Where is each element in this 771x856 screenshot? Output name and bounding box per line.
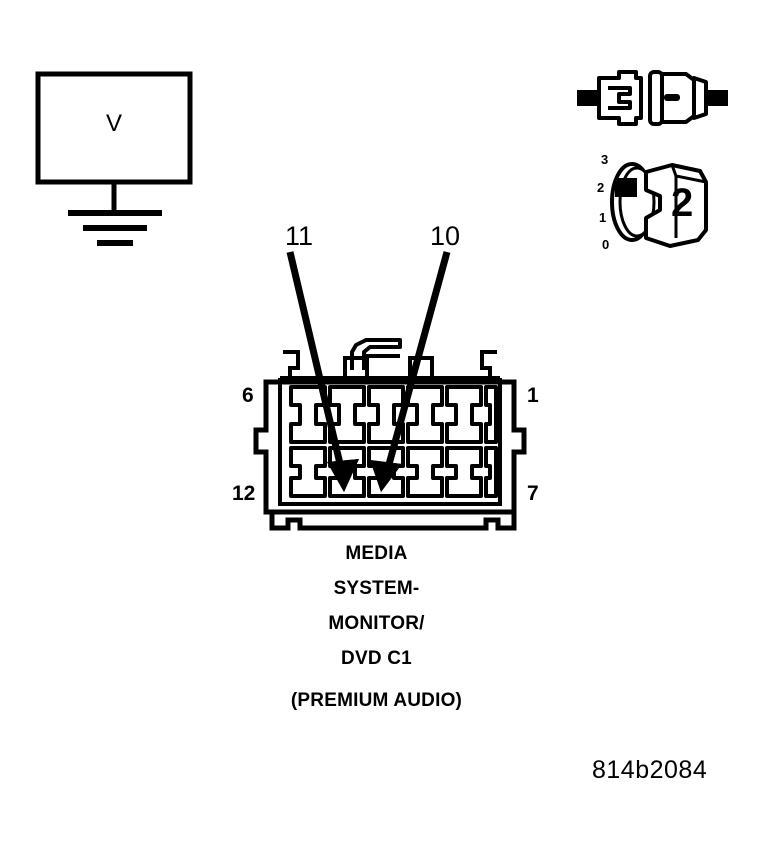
caption-line-3: MONITOR/ bbox=[328, 613, 425, 634]
connector-ear-right bbox=[480, 350, 497, 382]
socket-slot bbox=[664, 94, 680, 101]
left-wire-stub bbox=[577, 90, 599, 106]
dial-tick-1: 1 bbox=[599, 210, 607, 225]
latch-tab-right bbox=[408, 356, 434, 380]
connector-ear-left bbox=[283, 350, 300, 382]
right-wire-stub bbox=[706, 90, 728, 106]
caption-line-1: MEDIA bbox=[345, 543, 408, 564]
cavity-1 bbox=[484, 385, 498, 444]
latch-lever bbox=[350, 338, 402, 370]
figure-code: 814b2084 bbox=[592, 756, 708, 784]
voltmeter-symbol bbox=[35, 71, 193, 246]
latch-tab-left bbox=[343, 356, 369, 380]
connector-pair-illustration bbox=[577, 70, 728, 126]
connector-skirt bbox=[269, 512, 517, 531]
rotary-dial-illustration bbox=[610, 162, 708, 248]
pin-corner-bottom-right: 7 bbox=[527, 482, 539, 505]
probe-label-11: 11 bbox=[285, 221, 314, 251]
probe-arrow-11-shaft bbox=[286, 251, 345, 469]
cavity-9 bbox=[406, 446, 444, 498]
caption-line-5: (PREMIUM AUDIO) bbox=[290, 690, 463, 711]
connector-inner-wall bbox=[278, 378, 502, 506]
cavity-7 bbox=[484, 446, 498, 498]
dial-selected-value: 2 bbox=[671, 181, 694, 225]
connector-face bbox=[253, 338, 527, 531]
caption-line-2: SYSTEM- bbox=[333, 578, 420, 599]
cavity-5 bbox=[328, 385, 366, 444]
cavity-row-top bbox=[289, 385, 498, 444]
cavity-2 bbox=[445, 385, 483, 444]
dial-indicator-block bbox=[615, 178, 637, 197]
pin-corner-top-right: 1 bbox=[527, 384, 539, 407]
pin-corner-bottom-left: 12 bbox=[232, 482, 256, 505]
dial-tick-3: 3 bbox=[601, 152, 609, 167]
skirt-outline bbox=[269, 512, 517, 531]
connector-latch bbox=[343, 338, 434, 380]
caption-line-4: DVD C1 bbox=[341, 648, 412, 669]
cavity-3 bbox=[406, 385, 444, 444]
probe-arrow-10-head-overlay bbox=[370, 460, 402, 492]
pin-corner-top-left: 6 bbox=[242, 384, 254, 407]
cavity-4 bbox=[367, 385, 405, 444]
cavity-12 bbox=[289, 446, 327, 498]
voltmeter-label: V bbox=[106, 110, 123, 137]
probe-label-10: 10 bbox=[430, 221, 461, 251]
cavity-8 bbox=[445, 446, 483, 498]
dial-tick-0: 0 bbox=[602, 237, 610, 252]
dial-tick-2: 2 bbox=[597, 180, 605, 195]
plug-blade bbox=[608, 86, 632, 110]
probe-arrowheads-overlay bbox=[327, 459, 402, 492]
probe-arrow-11-head-overlay bbox=[327, 459, 359, 492]
cavity-6 bbox=[289, 385, 327, 444]
socket-rear-cap bbox=[692, 76, 708, 120]
